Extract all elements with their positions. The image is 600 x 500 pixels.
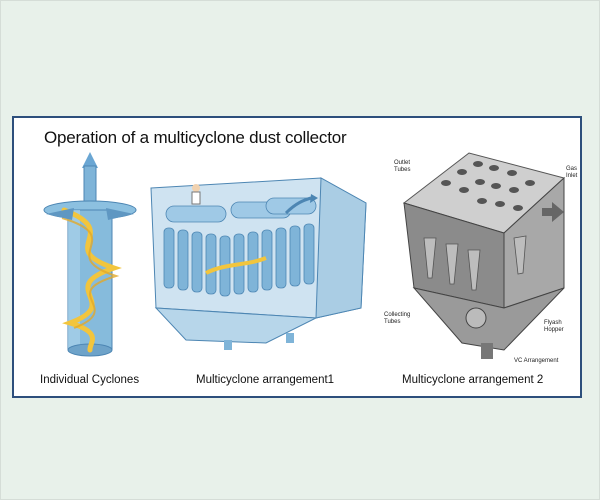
caption-multicyclone-arrangement1: Multicyclone arrangement1: [196, 374, 335, 386]
figure-title: Operation of a multicyclone dust collect…: [44, 128, 347, 147]
caption-individual-cyclones: Individual Cyclones: [40, 374, 140, 386]
figure-panel: Operation of a multicyclone dust collect…: [12, 116, 582, 398]
multicyclone-arrangement2-illustration: [402, 152, 566, 359]
outlet-arrow-icon: [82, 152, 98, 168]
individual-cyclone-illustration: [43, 152, 137, 357]
vc-arrangement-label: VC Arrangement: [514, 358, 559, 364]
swirl-flow: [61, 207, 122, 353]
caption-multicyclone-arrangement2: Multicyclone arrangement 2: [402, 374, 544, 386]
multicyclone-arrangement1-illustration: [150, 177, 367, 350]
